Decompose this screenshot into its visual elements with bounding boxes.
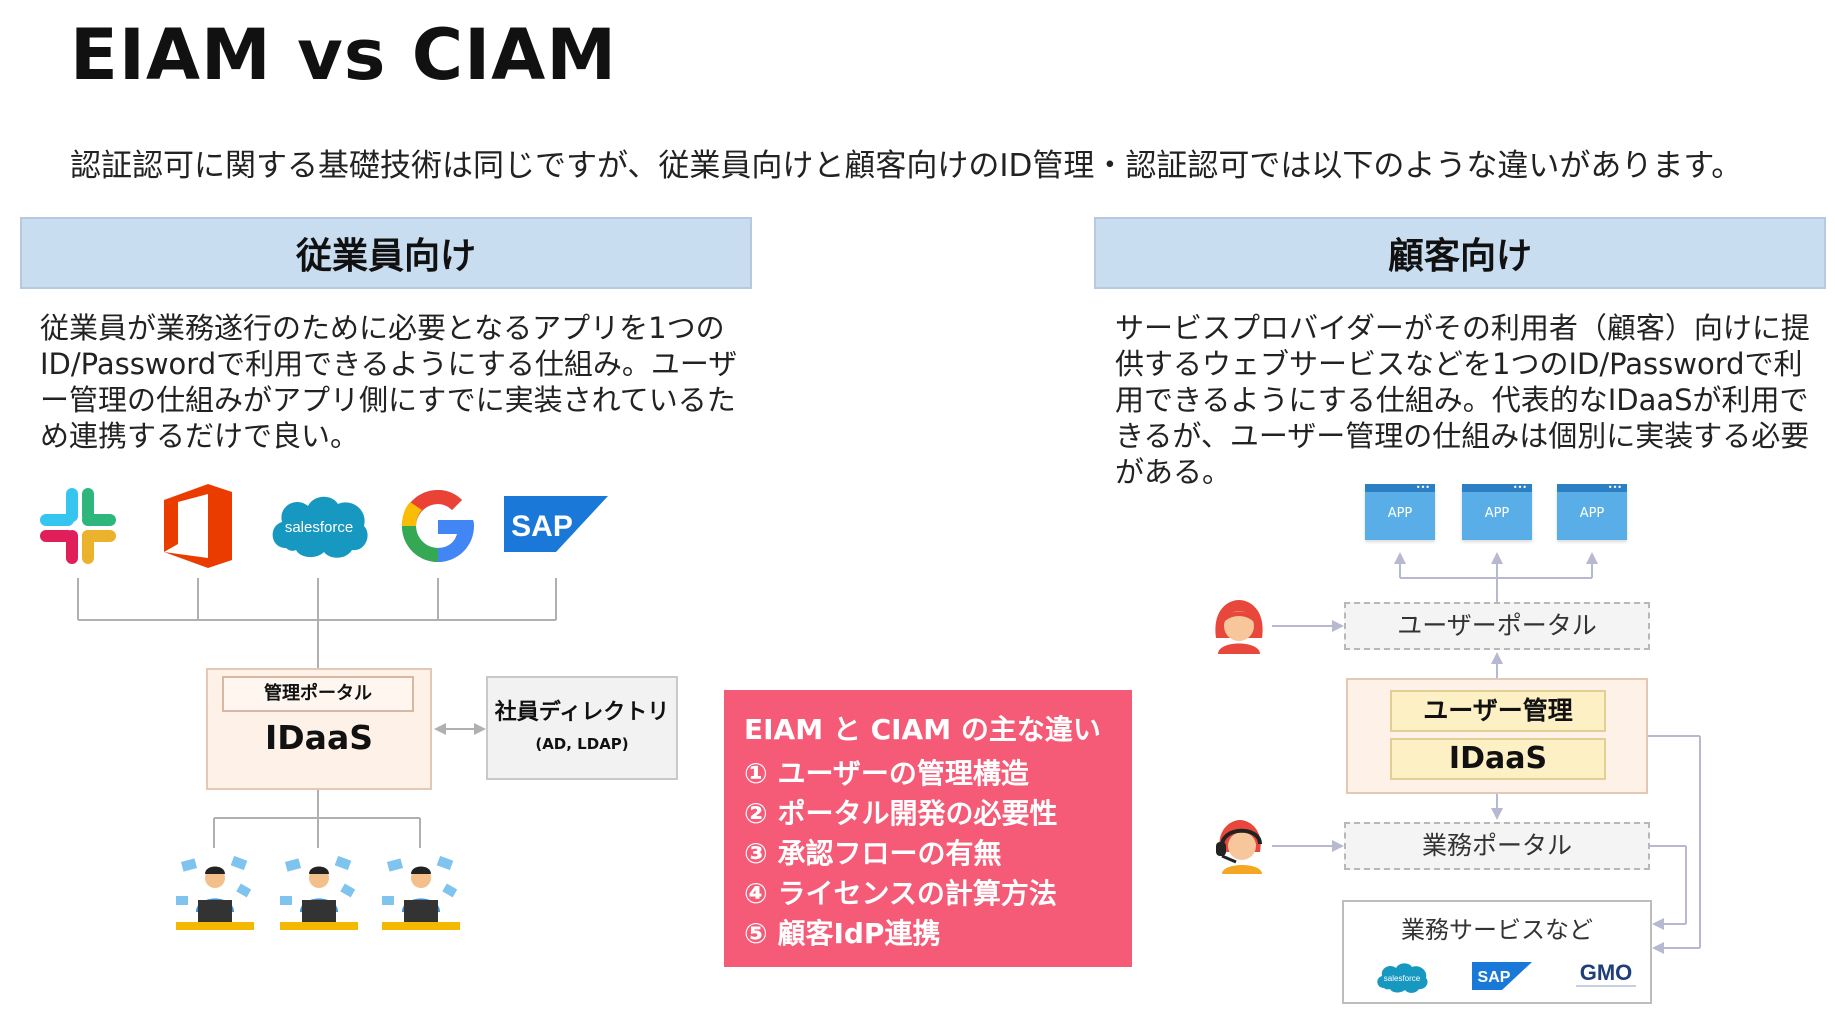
worker-icon <box>382 856 460 930</box>
directory-sub: (AD, LDAP) <box>535 735 629 753</box>
app-label: APP <box>1579 506 1605 521</box>
operator-avatar-icon <box>1216 820 1262 874</box>
difference-item: ② ポータル開発の必要性 <box>744 797 1058 830</box>
gmo-icon: GMO <box>1576 960 1636 987</box>
difference-item: ① ユーザーの管理構造 <box>744 757 1029 790</box>
differences-box: EIAM と CIAM の主な違い ① ユーザーの管理構造 ② ポータル開発の必… <box>724 690 1132 967</box>
ciam-description: サービスプロバイダーがその利用者（顧客）向けに提供するウェブサービスなどを1つの… <box>1115 311 1810 489</box>
salesforce-icon: salesforce <box>272 496 368 558</box>
slack-icon <box>40 488 116 564</box>
differences-title: EIAM と CIAM の主な違い <box>744 713 1101 746</box>
difference-item: ④ ライセンスの計算方法 <box>744 877 1057 910</box>
eiam-idaas-label: IDaaS <box>265 718 373 757</box>
salesforce-text: salesforce <box>285 519 353 536</box>
svc-salesforce-text: salesforce <box>1384 974 1421 983</box>
eiam-idaas-box: 管理ポータル IDaaS <box>206 668 432 790</box>
app-icon: •••APP <box>1557 484 1627 540</box>
directory-label: 社員ディレクトリ <box>494 700 670 725</box>
difference-item: ⑤ 顧客IdP連携 <box>744 917 941 950</box>
app-label: APP <box>1387 506 1413 521</box>
employee-directory-box: 社員ディレクトリ (AD, LDAP) <box>486 676 678 780</box>
user-portal-box: ユーザーポータル <box>1344 602 1650 650</box>
sap-small-icon: SAP <box>1472 962 1532 990</box>
app-icon: •••APP <box>1462 484 1532 540</box>
customer-avatar-icon <box>1215 600 1263 654</box>
office-icon <box>164 484 232 568</box>
admin-portal-label: 管理ポータル <box>222 676 414 712</box>
sap-icon: SAP <box>504 496 608 552</box>
worker-icon <box>280 856 358 930</box>
difference-item: ③ 承認フローの有無 <box>744 837 1002 870</box>
google-icon <box>402 490 474 562</box>
ciam-idaas-box: ユーザー管理 IDaaS <box>1346 678 1648 794</box>
worker-icon <box>176 856 254 930</box>
page-subtitle: 認証認可に関する基礎技術は同じですが、従業員向けと顧客向けのID管理・認証認可で… <box>70 148 1743 184</box>
sap-text: SAP <box>511 510 573 543</box>
ciam-idaas-label: IDaaS <box>1390 738 1606 780</box>
business-services-label: 業務サービスなど <box>1401 916 1593 944</box>
user-management-label: ユーザー管理 <box>1390 690 1606 732</box>
business-portal-box: 業務ポータル <box>1344 822 1650 870</box>
svc-gmo-text: GMO <box>1580 960 1633 985</box>
eiam-description: 従業員が業務遂行のために必要となるアプリを1つのID/Passwordで利用でき… <box>40 311 738 453</box>
app-icon: •••APP <box>1365 484 1435 540</box>
salesforce-small-icon: salesforce <box>1377 963 1428 993</box>
page-title: EIAM vs CIAM <box>70 14 617 96</box>
eiam-heading: 従業員向け <box>20 217 752 289</box>
business-services-box: 業務サービスなど salesforce SAP GMO <box>1342 900 1652 1004</box>
app-label: APP <box>1484 506 1510 521</box>
ciam-heading: 顧客向け <box>1094 217 1826 289</box>
svc-sap-text: SAP <box>1478 969 1511 986</box>
